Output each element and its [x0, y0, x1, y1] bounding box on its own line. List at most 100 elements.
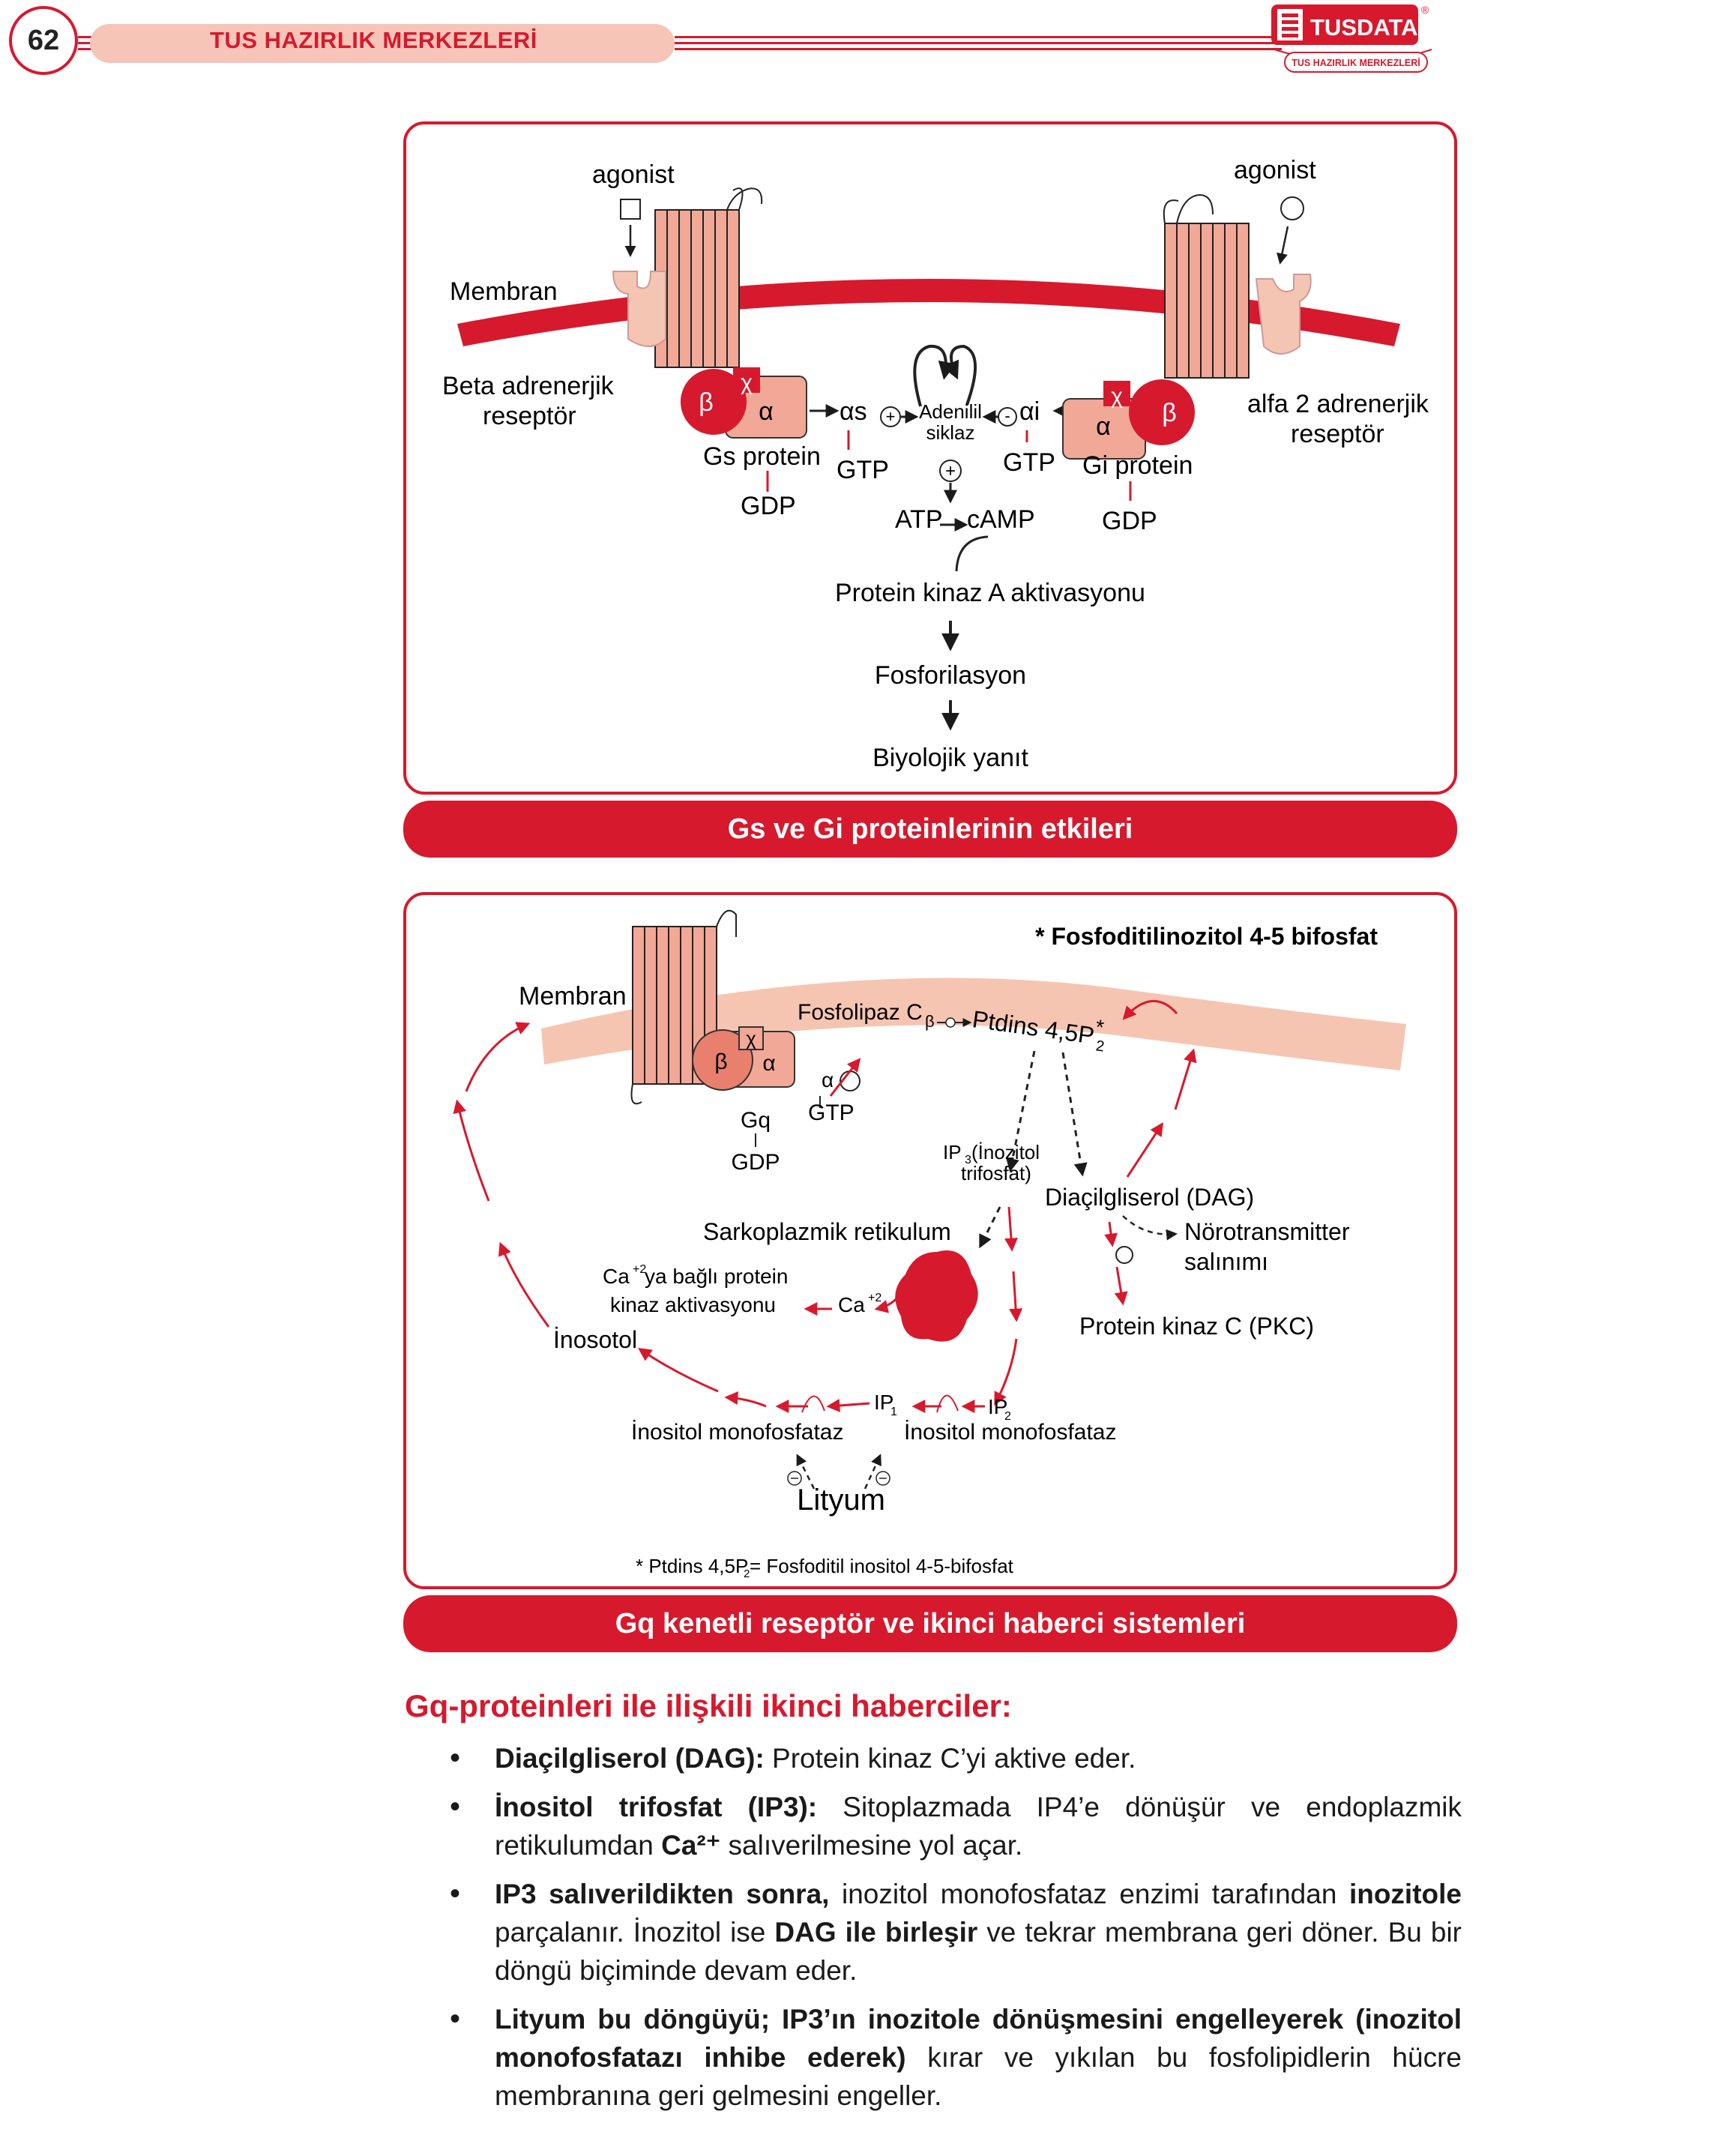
svg-text:salınımı: salınımı [1184, 1248, 1268, 1275]
beta-receptor-helices [654, 187, 763, 368]
agonist-circle [1280, 196, 1304, 220]
phospholipase-label: Fosfolipaz C [798, 1000, 923, 1025]
svg-text:GDP: GDP [1102, 507, 1157, 535]
svg-text:İnositol monofosfataz: İnositol monofosfataz [904, 1420, 1117, 1445]
svg-text:χ: χ [1111, 384, 1123, 409]
svg-text:2: 2 [1004, 1410, 1011, 1423]
svg-text:αi: αi [1019, 397, 1040, 426]
ptdins-header-note: * Fosfoditilinozitol 4-5 bifosfat [1035, 923, 1378, 950]
svg-text:χ: χ [746, 1027, 756, 1050]
bullet-lithium: Lityum bu döngüyü; IP3’ın inozitole dönü… [450, 2000, 1462, 2115]
svg-text:Gq: Gq [741, 1108, 771, 1133]
gi-gamma-subunit [1103, 381, 1130, 406]
bullet-ip3: İnositol trifosfat (IP3): Sitoplazmada I… [450, 1788, 1462, 1864]
svg-text:Ca: Ca [838, 1293, 865, 1316]
alpha2-receptor-label-2: reseptör [1291, 420, 1384, 448]
bullet-ip3-release: IP3 salıverildikten sonra, inozitol mono… [450, 1875, 1462, 1990]
bullet-list: Diaçilgliserol (DAG): Protein kinaz C’yi… [450, 1739, 1462, 2125]
svg-text:α: α [822, 1068, 834, 1091]
svg-text:β: β [699, 388, 714, 417]
figure1-gs-gi-diagram: Membran agonist Beta adrenerjik reseptör… [442, 156, 1429, 772]
svg-text:β: β [714, 1050, 727, 1074]
svg-text:(İnozitol: (İnozitol [971, 1141, 1040, 1163]
svg-text:Nörotransmitter: Nörotransmitter [1184, 1218, 1350, 1245]
svg-text:+2: +2 [633, 1263, 646, 1276]
svg-text:GTP: GTP [1003, 448, 1055, 477]
alpha2-receptor-helices [1163, 193, 1250, 379]
svg-text:*: * [1094, 1015, 1106, 1039]
svg-text:2: 2 [744, 1568, 750, 1580]
membrane-label: Membran [519, 982, 627, 1011]
beta-receptor-label-2: reseptör [483, 402, 576, 430]
gi-protein-label: Gi protein [1082, 451, 1193, 480]
section-title: Gq-proteinleri ile ilişkili ikinci haber… [405, 1688, 1012, 1723]
svg-text:α: α [759, 397, 774, 426]
figure1-caption: Gs ve Gi proteinlerinin etkileri [403, 801, 1457, 858]
svg-text:Ca: Ca [603, 1265, 630, 1288]
svg-text:kinaz aktivasyonu: kinaz aktivasyonu [610, 1293, 776, 1316]
svg-text:1: 1 [890, 1406, 897, 1418]
svg-text:GTP: GTP [837, 456, 889, 484]
tusdata-logo: TUSDATA ® TUS HAZIRLIK MERKEZLERİ [1271, 4, 1432, 73]
header-lines-right [675, 36, 1282, 50]
gs-gamma-subunit [733, 367, 760, 393]
svg-text:+: + [945, 461, 956, 481]
svg-text:Adenilil: Adenilil [919, 400, 982, 423]
header-banner [90, 24, 675, 63]
lithium-label: Lityum [797, 1484, 885, 1517]
svg-text:GTP: GTP [808, 1100, 855, 1125]
svg-text:2: 2 [1095, 1038, 1106, 1055]
svg-text:αs: αs [840, 397, 867, 426]
gs-protein-label: Gs protein [703, 442, 821, 471]
svg-text:®: ® [1421, 4, 1429, 16]
figure2-gq-diagram: * Fosfoditilinozitol 4-5 bifosfat Membra… [453, 909, 1406, 1580]
svg-text:ATP: ATP [895, 505, 943, 534]
gq-beta-subunit [692, 1029, 753, 1091]
membrane-label: Membran [450, 277, 558, 306]
membrane-band [541, 978, 1406, 1070]
svg-text:ya bağlı protein: ya bağlı protein [645, 1265, 788, 1288]
svg-text:IP: IP [943, 1141, 962, 1163]
svg-text:IP: IP [988, 1395, 1007, 1418]
svg-text:trifosfat): trifosfat) [961, 1162, 1031, 1184]
alpha2-receptor-pocket [1255, 274, 1312, 355]
sr-label: Sarkoplazmik retikulum [703, 1218, 951, 1245]
svg-text:β: β [925, 1012, 935, 1031]
svg-text:= Fosfoditil inositol 4-5-bif: = Fosfoditil inositol 4-5-bifosfat [750, 1555, 1014, 1577]
header-title: TUS HAZIRLIK MERKEZLERİ [210, 27, 537, 53]
agonist-right-label: agonist [1234, 156, 1316, 184]
svg-text:χ: χ [741, 370, 753, 395]
gs-beta-subunit [681, 369, 747, 435]
sarcoplasmic-reticulum [895, 1250, 978, 1342]
beta-receptor-label-1: Beta adrenerjik [442, 372, 615, 400]
svg-text:-: - [1004, 406, 1010, 425]
svg-text:* Ptdins 4,5P: * Ptdins 4,5P [636, 1555, 748, 1577]
response-label: Biyolojik yanıt [872, 744, 1028, 772]
agonist-left-label: agonist [592, 160, 675, 189]
figure2-caption: Gq kenetli reseptör ve ikinci haberci si… [403, 1595, 1457, 1652]
pkc-label: Protein kinaz C (PKC) [1079, 1313, 1314, 1340]
svg-text:α: α [1096, 412, 1111, 441]
header-lines-left [78, 36, 93, 50]
svg-text:siklaz: siklaz [926, 421, 974, 444]
bullet-dag: Diaçilgliserol (DAG): Protein kinaz C’yi… [450, 1739, 1462, 1777]
svg-text:3: 3 [965, 1154, 971, 1166]
svg-text:IP: IP [874, 1391, 893, 1414]
page-number: 62 [9, 6, 78, 75]
pka-label: Protein kinaz A aktivasyonu [835, 579, 1145, 607]
svg-text:TUS HAZIRLIK MERKEZLERİ: TUS HAZIRLIK MERKEZLERİ [1292, 57, 1420, 68]
svg-text:α: α [762, 1051, 775, 1076]
inositol-label: İnosotol [553, 1326, 637, 1353]
gq-gamma-subunit [738, 1026, 764, 1050]
svg-text:+: + [886, 407, 896, 426]
svg-text:cAMP: cAMP [967, 505, 1035, 534]
figure1-panel [403, 121, 1457, 795]
svg-text:+2: +2 [868, 1292, 881, 1304]
phosphorylation-label: Fosforilasyon [875, 661, 1026, 690]
svg-text:TUSDATA: TUSDATA [1310, 14, 1418, 40]
dag-label: Diaçilgliserol (DAG) [1045, 1184, 1254, 1211]
svg-text:β: β [1162, 399, 1177, 427]
beta-receptor-pocket [612, 271, 666, 347]
alpha2-receptor-label-1: alfa 2 adrenerjik [1247, 390, 1429, 418]
gi-beta-subunit [1129, 379, 1195, 445]
